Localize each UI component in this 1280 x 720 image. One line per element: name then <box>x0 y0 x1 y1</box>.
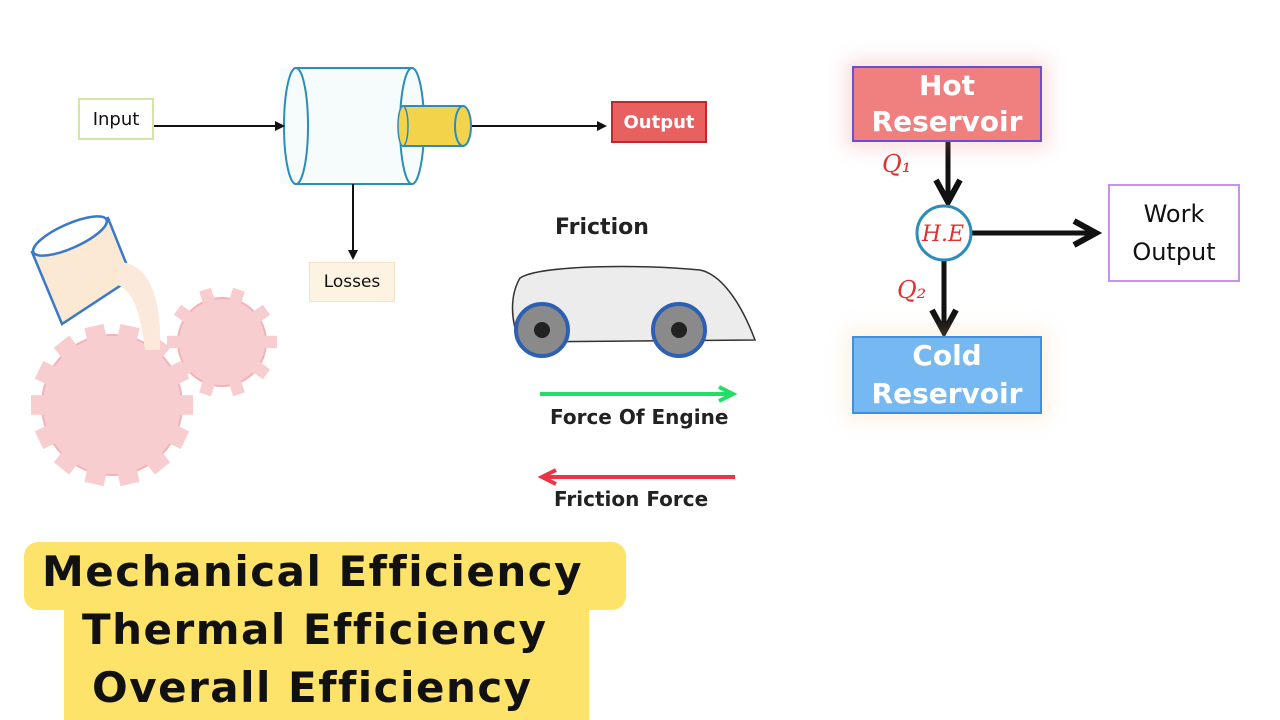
friction-title: Friction <box>555 215 649 240</box>
work-output-box: Work Output <box>1108 184 1240 282</box>
gear-tooth <box>228 287 245 305</box>
force-engine-label: Force Of Engine <box>550 405 729 429</box>
efficiency-banner-bottom <box>64 652 589 720</box>
gear-tooth <box>117 323 140 342</box>
q2-label: Q₂ <box>897 276 927 304</box>
heat-engine-circle <box>915 204 973 262</box>
cold-reservoir-box: Cold Reservoir <box>852 336 1042 414</box>
gear-tooth <box>31 395 45 415</box>
mechanical-efficiency-text: Mechanical Efficiency <box>42 547 584 596</box>
overall-efficiency-text: Overall Efficiency <box>92 663 533 712</box>
gear-tooth <box>84 468 107 487</box>
gear-tooth <box>53 451 78 475</box>
gear-tooth <box>228 379 245 397</box>
gear-tooth <box>167 335 181 349</box>
heat-engine-label: H.E <box>921 221 965 247</box>
gear-tooth <box>34 425 56 449</box>
gear-tooth <box>179 395 193 415</box>
hot-reservoir-box: Hot Reservoir <box>852 66 1042 142</box>
gear-tooth <box>263 335 277 349</box>
q1-label: Q₁ <box>882 150 912 178</box>
machine-shaft <box>397 105 472 147</box>
losses-label: Losses <box>309 262 395 302</box>
car-icon <box>511 265 757 358</box>
gear-tooth <box>251 304 271 323</box>
gear-tooth <box>168 425 190 449</box>
beaker-icon <box>30 215 161 350</box>
gear-tooth <box>199 287 216 305</box>
input-label: Input <box>78 98 154 140</box>
gear-tooth <box>199 379 216 397</box>
gear-tooth <box>53 335 78 359</box>
efficiency-banner-top <box>24 542 626 610</box>
efficiency-banner-middle <box>64 600 589 662</box>
gear-tooth <box>117 468 140 487</box>
gear-tooth <box>173 304 193 323</box>
output-label: Output <box>611 101 707 143</box>
gear-tooth <box>173 361 193 380</box>
gear-tooth <box>34 361 56 385</box>
small-gear-icon <box>177 297 267 387</box>
friction-force-label: Friction Force <box>554 487 709 511</box>
gear-tooth <box>84 323 107 342</box>
gear-tooth <box>146 451 171 475</box>
gear-tooth <box>251 361 271 380</box>
thermal-efficiency-text: Thermal Efficiency <box>82 605 548 654</box>
